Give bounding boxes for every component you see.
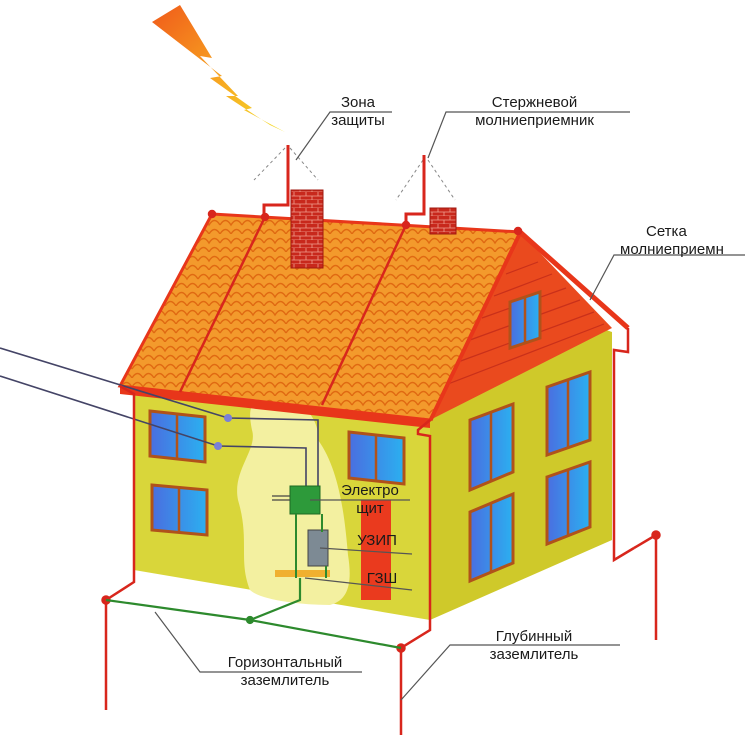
label-switchboard: Электро щит xyxy=(341,482,399,517)
power-lines xyxy=(0,347,319,488)
label-rod-terminal: Стержневой молниеприемник xyxy=(475,94,594,129)
roof-mesh xyxy=(178,209,523,406)
label-main-ground-bus: ГЗШ xyxy=(366,570,398,587)
roof xyxy=(120,214,520,420)
ground-bus xyxy=(275,570,330,577)
lightning-bolt-icon xyxy=(152,5,285,132)
label-mesh-terminal: Сетка молниеприемн xyxy=(620,223,724,258)
protection-zone-cones xyxy=(253,147,456,201)
label-deep-ground: Глубинный заземлитель xyxy=(489,628,579,663)
label-spd: УЗИП xyxy=(357,532,397,549)
lightning-rods xyxy=(262,145,426,225)
door xyxy=(361,500,391,600)
label-protection-zone: Зона защиты xyxy=(331,94,385,129)
label-horizontal-ground: Горизонтальный заземлитель xyxy=(227,654,343,689)
chimney-right xyxy=(429,207,457,235)
horizontal-ground-loop xyxy=(105,578,402,650)
callout-lines xyxy=(154,111,745,701)
chimney-left xyxy=(290,189,324,269)
